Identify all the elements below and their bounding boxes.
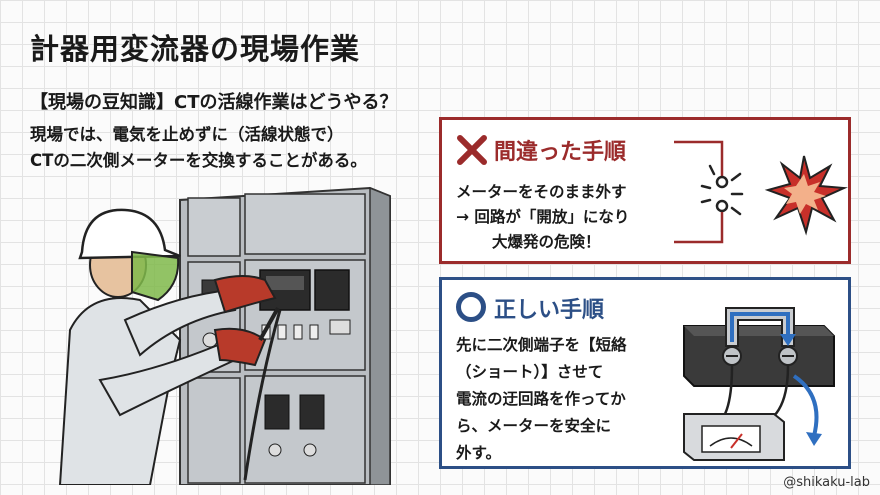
right-line-2: （ショート）】させて	[456, 363, 604, 381]
wrong-procedure-title: 間違った手順	[494, 140, 627, 165]
x-mark-icon	[457, 135, 487, 165]
correct-procedure-text: 先に二次側端子を【短絡 （ショート）】させて 電流の迂回路を作ってか ら、メータ…	[456, 332, 627, 467]
worker	[58, 208, 282, 485]
correct-procedure-panel: 正しい手順 先に二次側端子を【短絡 （ショート）】させて 電流の迂回路を作ってか…	[439, 277, 851, 469]
wrong-procedure-text: メーターをそのまま外す → 回路が「開放」になり 大爆発の危険！	[456, 180, 629, 255]
page-subtitle: 【現場の豆知識】CTの活線作業はどうやる？	[30, 92, 398, 113]
intro-text: 現場では、電気を止めずに（活線状態で） CTの二次側メーターを交換することがある…	[30, 122, 367, 174]
worker-illustration	[58, 186, 391, 485]
correct-procedure-title: 正しい手順	[494, 298, 605, 323]
circle-mark-icon	[456, 292, 486, 322]
shorted-terminal-meter-icon	[683, 307, 835, 461]
intro-line-1: 現場では、電気を止めずに（活線状態で）	[30, 125, 344, 144]
right-line-3: 電流の迂回路を作ってか	[456, 390, 626, 408]
page-title: 計器用変流器の現場作業	[30, 32, 361, 66]
credit-text: @shikaku-lab	[783, 475, 870, 490]
intro-line-2: CTの二次側メーターを交換することがある。	[30, 151, 367, 170]
wrong-line-1: メーターをそのまま外す	[456, 183, 627, 201]
wrong-procedure-panel: 間違った手順 メーターをそのまま外す → 回路が「開放」になり 大爆発の危険！	[439, 117, 851, 264]
wrong-line-2: → 回路が「開放」になり	[456, 208, 630, 226]
right-line-5: 外す。	[456, 444, 501, 462]
wrong-line-3: 大爆発の危険！	[492, 233, 601, 251]
switchgear-cabinet	[179, 186, 391, 485]
right-line-1: 先に二次側端子を【短絡	[456, 336, 627, 354]
open-circuit-explosion-icon	[674, 140, 848, 244]
right-line-4: ら、メーターを安全に	[456, 417, 612, 435]
